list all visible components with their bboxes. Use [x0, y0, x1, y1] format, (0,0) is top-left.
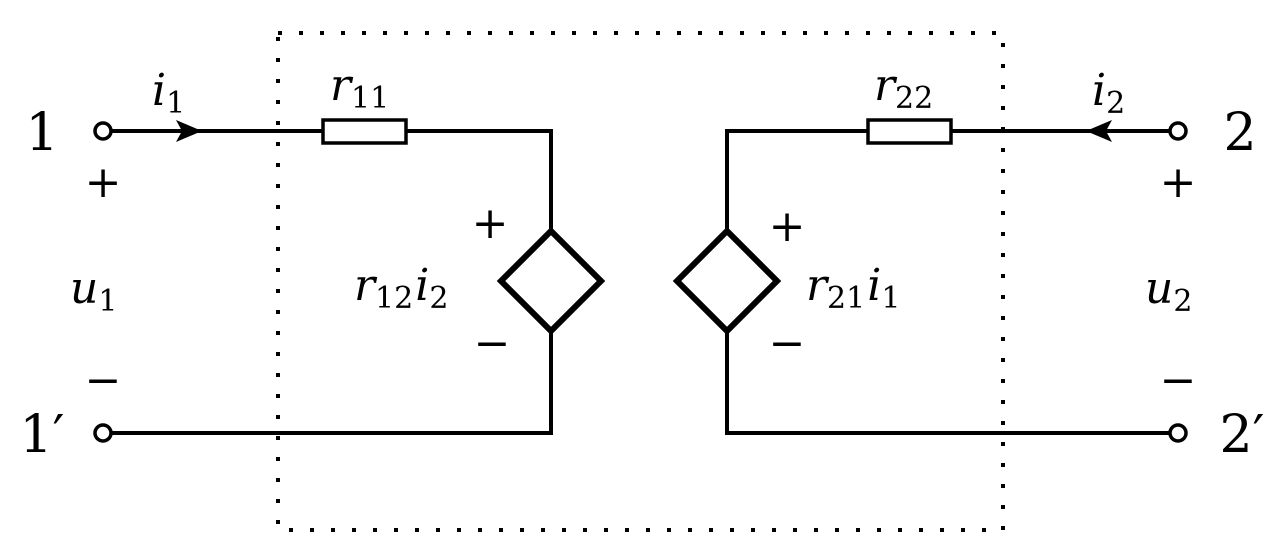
- source-left-plus: +: [472, 198, 509, 249]
- terminal-1: [93, 121, 113, 141]
- r11-label: r11: [330, 60, 389, 116]
- terminal-2: [1168, 121, 1188, 141]
- source-right-minus: −: [769, 318, 806, 369]
- u1-minus: −: [85, 355, 122, 406]
- u2-minus: −: [1160, 355, 1197, 406]
- resistor-r11: [321, 118, 408, 145]
- terminal-2-prime: [1168, 423, 1188, 443]
- u2-label: u2: [1145, 263, 1192, 319]
- current-arrow-i1-icon: [176, 120, 202, 142]
- u1-label: u1: [70, 263, 117, 319]
- terminal-2-label: 2: [1223, 103, 1256, 163]
- resistor-r22: [866, 118, 953, 145]
- terminal-1-prime-label: 1′: [20, 405, 65, 465]
- source-right-label: r21i1: [806, 260, 900, 316]
- source-left-minus: −: [474, 318, 511, 369]
- dependent-voltage-source-left: [496, 226, 606, 336]
- terminal-1-prime: [93, 423, 113, 443]
- u2-plus: +: [1160, 157, 1197, 208]
- u1-plus: +: [85, 157, 122, 208]
- r22-label: r22: [874, 60, 933, 116]
- i2-label: i2: [1092, 65, 1125, 121]
- terminal-1-label: 1: [25, 103, 58, 163]
- source-right-plus: +: [769, 201, 806, 252]
- terminal-2-prime-label: 2′: [1220, 405, 1265, 465]
- source-left-label: r12i2: [354, 260, 448, 316]
- i1-label: i1: [152, 65, 185, 121]
- current-arrow-i2-icon: [1086, 120, 1112, 142]
- dependent-voltage-source-right: [672, 226, 782, 336]
